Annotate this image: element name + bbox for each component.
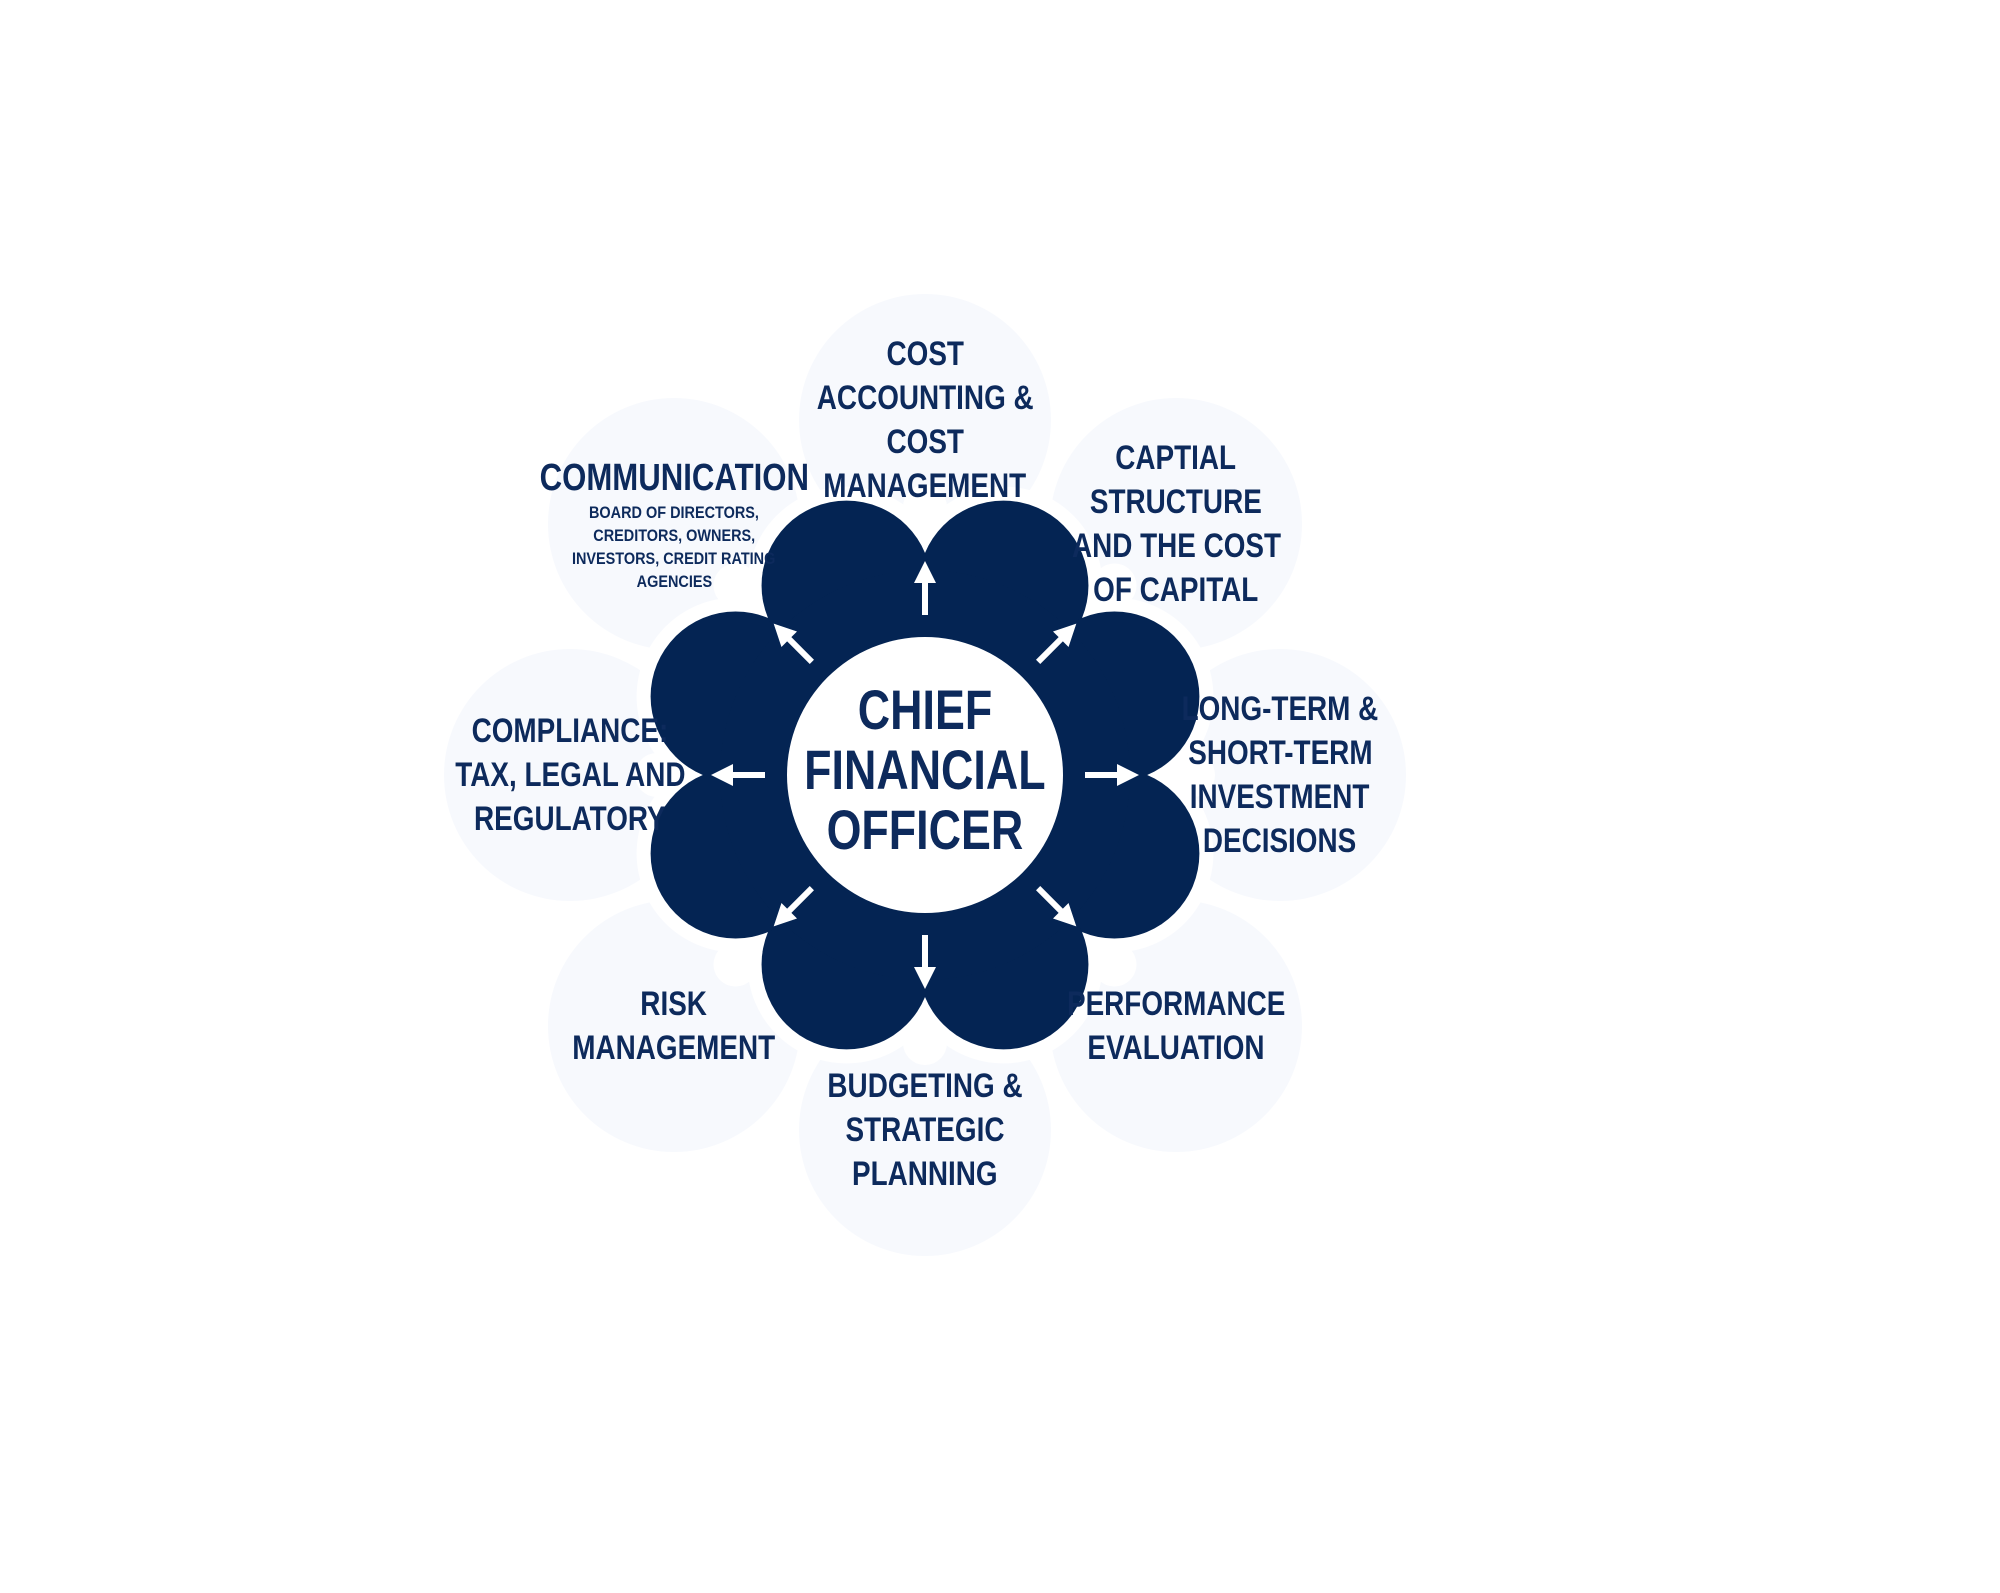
hub-notch — [713, 942, 758, 987]
center-hub — [635, 485, 1215, 1065]
node-line-budgeting-0: BUDGETING & — [827, 1067, 1023, 1105]
node-line-compliance-1: TAX, LEGAL AND — [454, 756, 686, 794]
hub-arrow-shaft — [1036, 634, 1066, 664]
node-line-capital-structure-0: CAPTIAL — [1115, 438, 1237, 477]
node-line-performance-evaluation-0: PERFORMANCE — [1066, 985, 1286, 1024]
hub-arrow — [1085, 764, 1139, 786]
hub-notch — [1171, 753, 1215, 797]
node-line-cost-accounting-0: COST — [886, 335, 964, 373]
node-label-capital-structure: CAPTIAL STRUCTURE AND THE COST OF CAPITAL — [1056, 404, 1296, 644]
hub-arrow-shaft — [1036, 886, 1066, 916]
node-line-performance-evaluation-1: EVALUATION — [1087, 1029, 1265, 1068]
node-subline-communication-1: CREDITORS, OWNERS, — [593, 525, 755, 545]
hub-arrow — [914, 561, 936, 615]
center-title: CHIEF FINANCIAL OFFICER — [775, 655, 1075, 885]
petal-inner-investment-decisions — [1154, 649, 1406, 901]
hub-notch — [1092, 942, 1137, 987]
node-subline-communication-3: AGENCIES — [636, 571, 712, 591]
node-subline-communication-2: INVESTORS, CREDIT RATING — [572, 548, 776, 568]
node-line-risk-management-1: MANAGEMENT — [572, 1029, 776, 1068]
node-line-capital-structure-3: OF CAPITAL — [1093, 570, 1259, 609]
hub-arrow-head — [773, 623, 798, 648]
hub-notch — [903, 1021, 947, 1065]
node-title-communication: COMMUNICATION — [539, 456, 809, 499]
node-line-budgeting-2: PLANNING — [852, 1155, 998, 1193]
node-line-budgeting-1: STRATEGIC — [845, 1111, 1005, 1149]
hub-arrow — [773, 886, 814, 927]
node-line-investment-decisions-2: INVESTMENT — [1190, 778, 1370, 816]
hub-notch — [903, 485, 947, 529]
node-line-risk-management-0: RISK — [640, 985, 708, 1024]
node-label-communication: COMMUNICATION BOARD OF DIRECTORS, CREDITOR… — [539, 404, 808, 644]
hub-arrow-head — [1052, 623, 1077, 648]
node-line-investment-decisions-0: LONG-TERM & — [1181, 690, 1379, 728]
hub-arrow-head — [914, 561, 936, 583]
hub-notch — [635, 753, 679, 797]
node-line-cost-accounting-2: COST — [886, 423, 964, 461]
node-line-cost-accounting-1: ACCOUNTING & — [816, 379, 1034, 417]
hub-arrow — [914, 935, 936, 989]
hub-arrow-shaft — [784, 886, 814, 916]
node-line-investment-decisions-1: SHORT-TERM — [1187, 734, 1373, 772]
hub-arrow-head — [711, 764, 733, 786]
node-line-capital-structure-2: AND THE COST — [1071, 526, 1281, 565]
hub-arrow — [1036, 623, 1077, 664]
hub-arrow — [711, 764, 765, 786]
hub-arrow — [1036, 886, 1077, 927]
hub-arrow-head — [1052, 902, 1077, 927]
node-label-risk-management: RISK MANAGEMENT — [554, 906, 794, 1146]
hub-arrow-shaft — [784, 634, 814, 664]
hub-arrow-head — [1117, 764, 1139, 786]
node-line-investment-decisions-3: DECISIONS — [1203, 822, 1357, 860]
node-line-compliance-2: REGULATORY — [474, 800, 666, 838]
node-label-investment-decisions: LONG-TERM & SHORT-TERM INVESTMENT DECISIONS — [1160, 655, 1400, 895]
node-label-cost-accounting: COST ACCOUNTING & COST MANAGEMENT — [805, 300, 1045, 540]
node-label-performance-evaluation: PERFORMANCE EVALUATION — [1056, 906, 1296, 1146]
node-subline-communication-0: BOARD OF DIRECTORS, — [588, 502, 759, 522]
petal-investment-decisions — [1146, 641, 1414, 909]
petal-cost-accounting — [791, 286, 1059, 554]
petal-budgeting — [791, 996, 1059, 1264]
petal-inner-cost-accounting — [799, 294, 1051, 546]
node-line-cost-accounting-3: MANAGEMENT — [823, 467, 1027, 505]
node-line-capital-structure-1: STRUCTURE — [1090, 482, 1262, 521]
center-title-line-2: FINANCIAL — [804, 738, 1046, 801]
node-label-compliance: COMPLIANCE: TAX, LEGAL AND REGULATORY — [450, 655, 690, 895]
center-title-line-1: CHIEF — [857, 678, 993, 741]
hub-notch — [1092, 563, 1137, 608]
hub-center-circle — [787, 637, 1063, 913]
node-label-budgeting: BUDGETING & STRATEGIC PLANNING — [805, 1010, 1045, 1250]
petal-inner-budgeting — [799, 1004, 1051, 1256]
petal-compliance — [436, 641, 704, 909]
petal-inner-compliance — [444, 649, 696, 901]
arrow-group — [711, 561, 1139, 989]
hub-arrow-head — [914, 967, 936, 989]
hub-notch — [713, 563, 758, 608]
node-line-compliance-0: COMPLIANCE: — [471, 712, 669, 750]
center-title-line-3: OFFICER — [826, 798, 1024, 861]
hub-arrow — [773, 623, 814, 664]
hub-arrow-head — [773, 902, 798, 927]
